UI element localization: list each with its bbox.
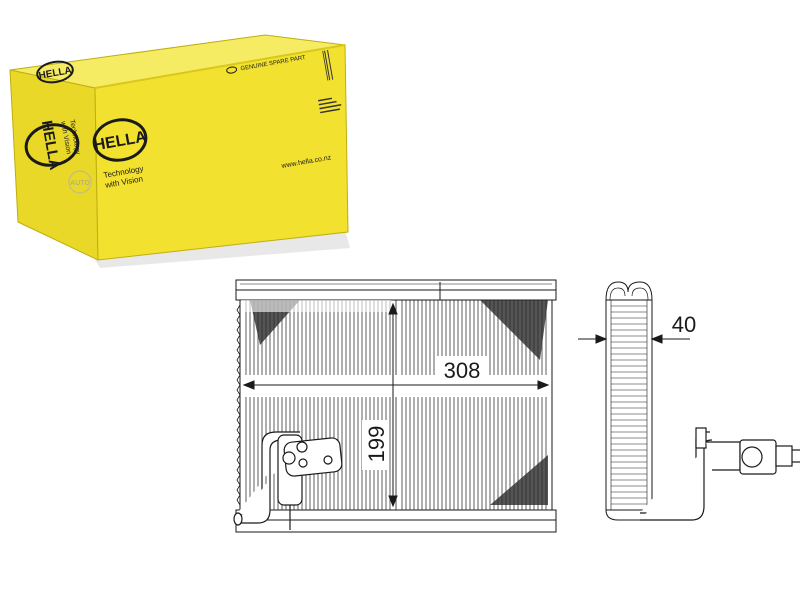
width-dimension-label: 308 (444, 358, 481, 383)
height-dimension-label: 199 (364, 426, 389, 463)
box-fine-print (318, 97, 342, 114)
fins-right (401, 300, 547, 510)
box-barcode (322, 50, 334, 81)
pipe-fitting-front (233, 431, 343, 530)
product-box: HELLA Technology with Vision HELLA HELLA… (9, 34, 350, 268)
depth-dimension-label: 40 (672, 312, 696, 337)
evaporator-side-view-drawing (578, 281, 800, 521)
fins-left (245, 300, 391, 510)
watermark: AUTO (68, 170, 92, 194)
height-dimension (388, 302, 398, 508)
depth-dimension (578, 334, 690, 344)
width-dimension (242, 380, 550, 390)
pipe-fitting-side (640, 427, 800, 521)
evaporator-front-view-drawing (233, 279, 557, 533)
svg-text:AUTO: AUTO (70, 180, 90, 187)
